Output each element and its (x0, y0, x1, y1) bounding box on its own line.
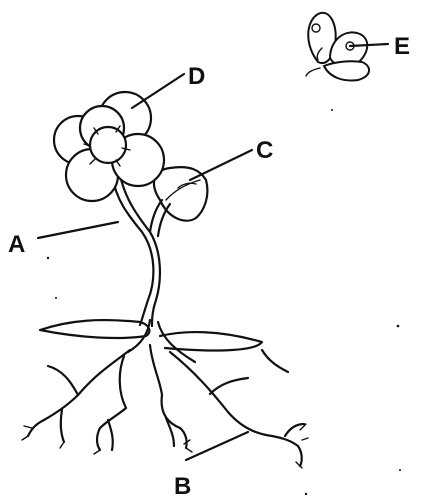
label-c: C (256, 137, 273, 164)
roots (22, 320, 308, 468)
leader-line-b (186, 432, 248, 460)
leader-lines (38, 44, 388, 460)
label-e: E (394, 33, 410, 60)
butterfly (306, 13, 369, 81)
stem (112, 175, 170, 326)
label-d: D (188, 63, 205, 90)
leader-line-c (190, 150, 252, 180)
label-a: A (8, 231, 25, 258)
label-b: B (174, 473, 191, 500)
flower (54, 92, 164, 201)
leader-line-a (38, 222, 118, 238)
leader-line-d (132, 74, 184, 108)
